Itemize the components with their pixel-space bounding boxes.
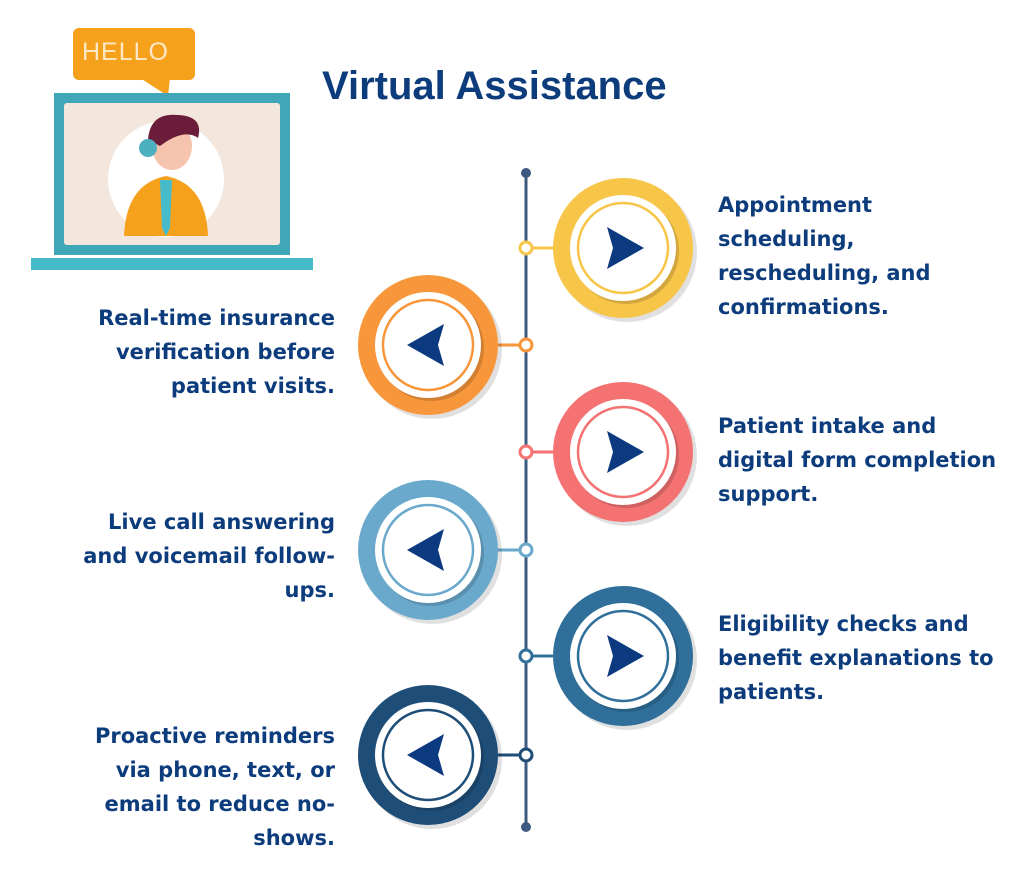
- inner-ring: [576, 405, 670, 499]
- timeline-dot: [518, 337, 534, 353]
- item-text-3: Patient intake and digital form completi…: [718, 414, 997, 506]
- timeline-start-dot: [521, 168, 531, 178]
- inner-ring: [381, 708, 475, 802]
- timeline-dot: [518, 240, 534, 256]
- item-text-6: Proactive reminders via phone, text, or …: [94, 724, 335, 850]
- timeline-dot: [518, 648, 534, 664]
- timeline-node-3: [518, 382, 697, 526]
- timeline-dot: [518, 747, 534, 763]
- arrow-left-icon: [407, 324, 444, 366]
- support-agent-illustration: [31, 28, 313, 270]
- item-text-5: Eligibility checks and benefit explanati…: [718, 612, 994, 704]
- inner-ring: [381, 503, 475, 597]
- timeline-node-2: [358, 275, 534, 419]
- timeline-node-5: [518, 586, 697, 730]
- inner-ring: [576, 609, 670, 703]
- arrow-right-icon: [607, 635, 644, 677]
- timeline-node-6: [358, 685, 534, 829]
- arrow-right-icon: [607, 227, 644, 269]
- item-text-4: Live call answering and voicemail follow…: [83, 510, 335, 602]
- arrow-left-icon: [407, 734, 444, 776]
- page-title: Virtual Assistance: [322, 64, 667, 108]
- arrow-right-icon: [607, 431, 644, 473]
- timeline-dot: [518, 444, 534, 460]
- timeline-node-4: [358, 480, 534, 624]
- item-text-2: Real-time insurance verification before …: [98, 306, 335, 398]
- speech-bubble-text: HELLO: [82, 38, 169, 66]
- timeline-node-1: [518, 178, 697, 322]
- timeline-end-dot: [521, 822, 531, 832]
- inner-ring: [576, 201, 670, 295]
- item-text-1: Appointment scheduling, rescheduling, an…: [718, 193, 931, 319]
- arrow-left-icon: [407, 529, 444, 571]
- inner-ring: [381, 298, 475, 392]
- timeline-dot: [518, 542, 534, 558]
